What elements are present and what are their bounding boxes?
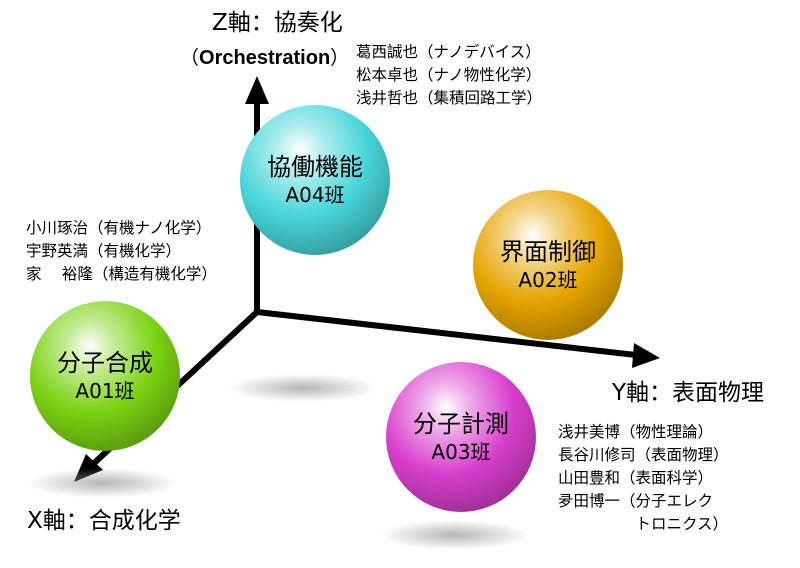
member-entry: 家 裕隆（構造有機化学）	[26, 265, 217, 283]
y-axis-line	[256, 309, 637, 358]
sphere-a04: 協働機能 A04班	[240, 105, 390, 255]
member-entry: 浅井美博（物性理論）	[558, 423, 714, 441]
sphere-shadow-a03	[380, 520, 530, 550]
member-list-a01: 小川琢治（有機ナノ化学） 宇野英満（有機化学） 家 裕隆（構造有機化学）	[26, 217, 217, 286]
member-list-a04: 葛西誠也（ナノデバイス） 松本卓也（ナノ物性化学） 浅井哲也（集積回路工学）	[356, 41, 542, 110]
member-list-a03: 浅井美博（物性理論） 長谷川修司（表面物理） 山田豊和（表面科学） 夛田博一（分…	[558, 421, 729, 536]
group-name: 界面制御	[500, 238, 596, 266]
member-entry: 山田豊和（表面科学）	[558, 469, 714, 487]
group-name: 分子計測	[413, 410, 509, 438]
member-entry: トロニクス）	[558, 515, 729, 533]
y-axis-arrowhead	[632, 343, 660, 368]
group-name: 分子合成	[57, 349, 153, 377]
sphere-shadow-a01	[28, 468, 178, 498]
member-entry: 長谷川修司（表面物理）	[558, 446, 729, 464]
member-entry: 夛田博一（分子エレク	[558, 492, 714, 510]
sphere-a03: 分子計測 A03班	[386, 362, 536, 512]
x-axis-label: X軸：合成化学	[27, 508, 181, 534]
group-code: A04班	[285, 183, 345, 207]
group-code: A03班	[431, 440, 491, 464]
z-axis-label: Z軸：協奏化	[212, 10, 343, 36]
sphere-a02: 界面制御 A02班	[473, 190, 623, 340]
z-axis-arrowhead	[245, 76, 269, 104]
sphere-a01: 分子合成 A01班	[30, 301, 180, 451]
member-entry: 松本卓也（ナノ物性化学）	[356, 66, 542, 84]
y-axis-label: Y軸：表面物理	[612, 380, 765, 406]
group-code: A02班	[518, 268, 578, 292]
member-entry: 浅井哲也（集積回路工学）	[356, 89, 543, 107]
member-entry: 小川琢治（有機ナノ化学）	[26, 219, 212, 237]
z-axis-sublabel: （Orchestration）	[180, 47, 350, 69]
member-entry: 宇野英満（有機化学）	[26, 242, 182, 260]
sphere-shadow-a04	[228, 374, 378, 402]
group-code: A01班	[75, 379, 135, 403]
group-name: 協働機能	[267, 153, 363, 181]
member-entry: 葛西誠也（ナノデバイス）	[356, 43, 541, 61]
